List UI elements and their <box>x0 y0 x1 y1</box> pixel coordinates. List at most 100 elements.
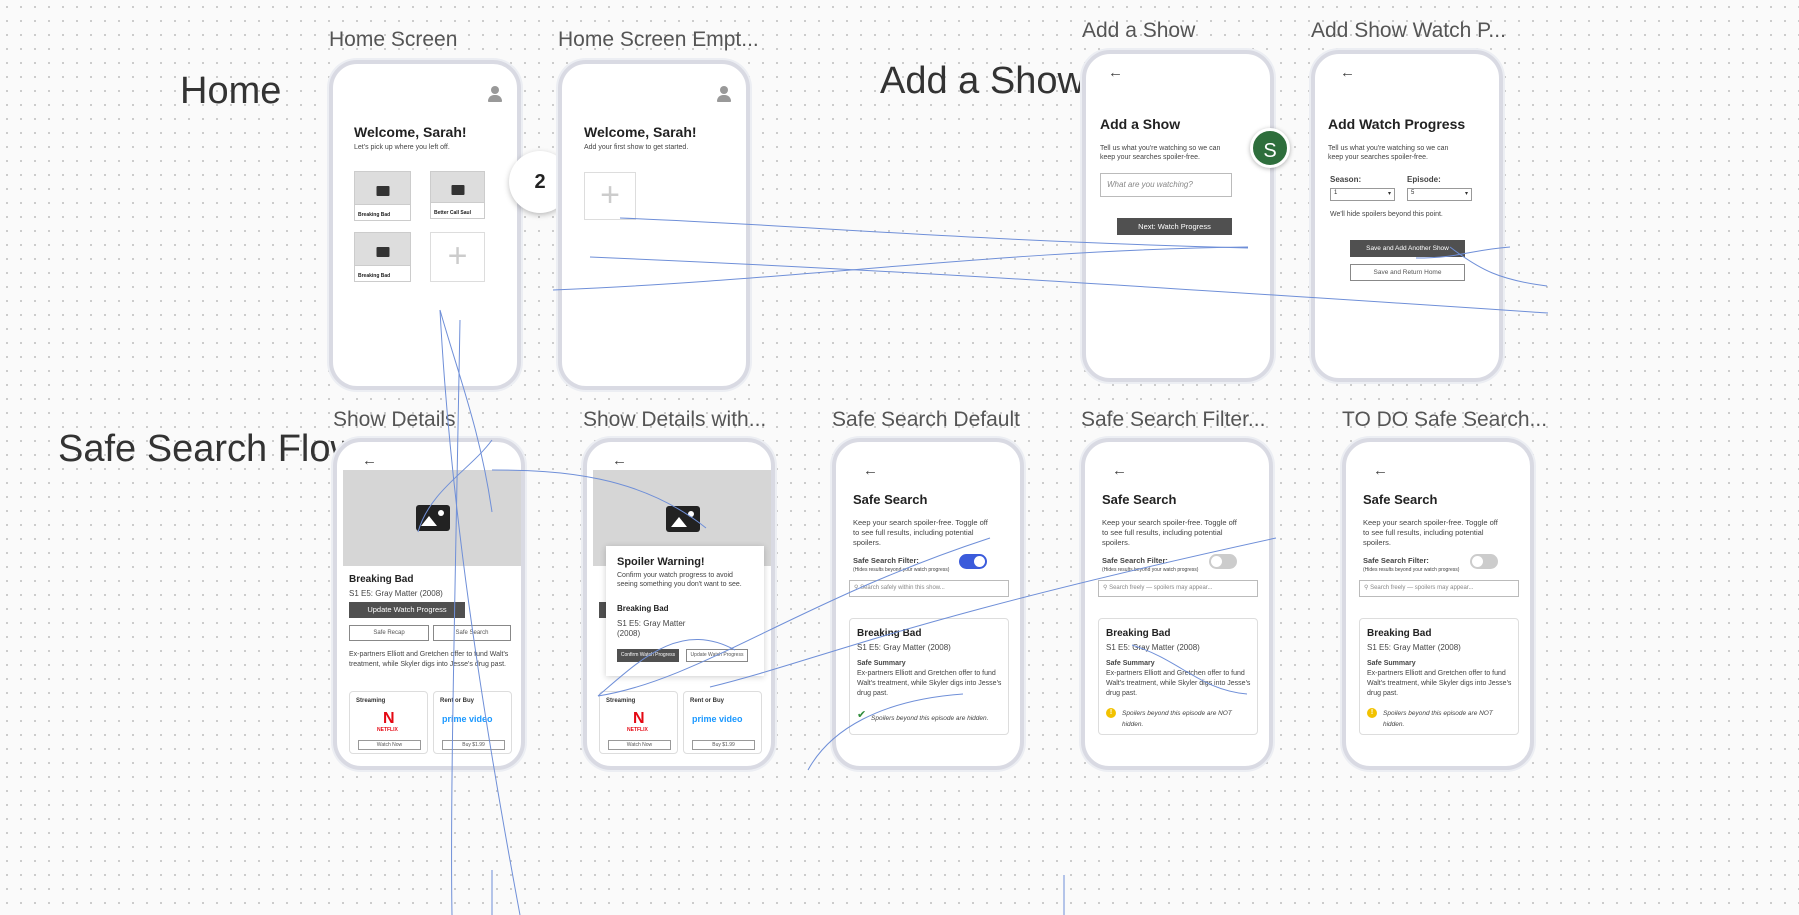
filter-hint: (Hides results beyond your watch progres… <box>1363 567 1460 573</box>
add-show-plus-button[interactable]: + <box>584 172 636 220</box>
safe-search-toggle[interactable] <box>1470 554 1498 569</box>
safe-search-input[interactable]: ⚲ Search freely — spoilers may appear... <box>1359 580 1519 597</box>
safe-summary-label: Safe Summary <box>1106 660 1155 667</box>
frame-add-watch-progress[interactable]: ← Add Watch Progress Tell us what you're… <box>1311 50 1503 382</box>
add-show-plus-button[interactable]: + <box>430 232 485 282</box>
image-icon <box>376 247 389 258</box>
frame-label-show-details-with[interactable]: Show Details with... <box>583 408 767 431</box>
spoiler-warning-modal: Spoiler Warning! Confirm your watch prog… <box>606 546 764 676</box>
show-card[interactable]: Breaking Bad <box>354 171 411 221</box>
safe-recap-button[interactable]: Safe Recap <box>349 625 429 641</box>
safe-summary-text: Ex-partners Elliott and Gretchen offer t… <box>1367 670 1512 697</box>
collaborator-avatar[interactable]: S <box>1250 128 1290 168</box>
back-arrow-icon[interactable]: ← <box>612 452 627 469</box>
watch-now-button[interactable]: Watch Now <box>358 740 421 750</box>
safe-summary-text: Ex-partners Elliott and Gretchen offer t… <box>1106 670 1251 697</box>
welcome-heading: Welcome, Sarah! <box>584 124 697 140</box>
rent-buy-label: Rent or Buy <box>440 698 475 704</box>
search-placeholder: Search safely within this show... <box>860 585 945 591</box>
safe-search-input[interactable]: ⚲ Search freely — spoilers may appear... <box>1098 580 1258 597</box>
add-show-title: Add a Show <box>1100 116 1181 132</box>
show-card[interactable]: Breaking Bad <box>354 232 411 282</box>
save-add-another-button[interactable]: Save and Add Another Show <box>1350 240 1465 257</box>
safe-search-button[interactable]: Safe Search <box>433 625 511 641</box>
show-card-title: Breaking Bad <box>358 273 391 279</box>
frame-label-add-watch[interactable]: Add Show Watch P... <box>1311 19 1506 42</box>
section-label-add-show: Add a Show <box>880 60 1085 102</box>
frame-label-add-show[interactable]: Add a Show <box>1082 19 1196 42</box>
frame-add-show[interactable]: ← Add a Show Tell us what you're watchin… <box>1082 50 1274 382</box>
back-arrow-icon[interactable]: ← <box>863 462 878 479</box>
filter-label: Safe Search Filter: <box>1363 556 1429 565</box>
add-watch-description: Tell us what you're watching so we can k… <box>1328 145 1449 161</box>
spoilers-hidden-note: Spoilers beyond this episode are hidden. <box>871 715 989 722</box>
frame-safe-search-todo[interactable]: ← Safe Search Keep your search spoiler-f… <box>1342 438 1534 770</box>
frame-home-empty[interactable]: Welcome, Sarah! Add your first show to g… <box>558 60 750 390</box>
back-arrow-icon[interactable]: ← <box>1373 462 1388 479</box>
buy-button[interactable]: Buy $1.99 <box>692 740 755 750</box>
watch-now-button[interactable]: Watch Now <box>608 740 671 750</box>
warning-icon: ! <box>1106 708 1116 718</box>
prime-video-logo: prime video <box>442 714 493 724</box>
frame-show-details[interactable]: ← Breaking Bad S1 E5: Gray Matter (2008)… <box>333 438 525 770</box>
confirm-watch-progress-button[interactable]: Confirm Watch Progress <box>617 649 679 662</box>
season-label: Season: <box>1330 175 1362 184</box>
prime-video-logo: prime video <box>692 714 743 724</box>
frame-show-details-with-warning[interactable]: ← Streaming N NETFLIX Watch Now Rent or … <box>583 438 775 770</box>
search-placeholder: Search freely — spoilers may appear... <box>1109 585 1213 591</box>
result-episode: S1 E5: Gray Matter (2008) <box>1367 643 1461 652</box>
add-watch-title: Add Watch Progress <box>1328 116 1466 132</box>
check-icon: ✔ <box>857 709 867 721</box>
image-icon <box>666 506 700 532</box>
netflix-logo: N <box>633 710 645 727</box>
add-show-description: Tell us what you're watching so we can k… <box>1100 145 1221 161</box>
welcome-subtitle: Let's pick up where you left off. <box>354 144 450 151</box>
streaming-label: Streaming <box>606 698 636 704</box>
update-watch-progress-button[interactable]: Update Watch Progress <box>349 602 465 618</box>
spoilers-not-hidden-note: Spoilers beyond this episode are NOT hid… <box>1383 710 1493 728</box>
back-arrow-icon[interactable]: ← <box>362 452 377 469</box>
search-placeholder: Search freely — spoilers may appear... <box>1370 585 1474 591</box>
netflix-wordmark: NETFLIX <box>627 727 648 733</box>
next-watch-progress-button[interactable]: Next: Watch Progress <box>1117 218 1232 235</box>
show-episode: S1 E5: Gray Matter (2008) <box>349 589 443 598</box>
season-select[interactable]: 1 <box>1330 188 1395 201</box>
result-episode: S1 E5: Gray Matter (2008) <box>857 643 951 652</box>
welcome-subtitle: Add your first show to get started. <box>584 144 689 151</box>
back-arrow-icon[interactable]: ← <box>1112 462 1127 479</box>
safe-search-input[interactable]: ⚲ Search safely within this show... <box>849 580 1009 597</box>
netflix-wordmark: NETFLIX <box>377 727 398 733</box>
update-watch-progress-secondary-button[interactable]: Update Watch Progress <box>686 649 748 662</box>
save-return-home-button[interactable]: Save and Return Home <box>1350 264 1465 281</box>
streaming-label: Streaming <box>356 698 386 704</box>
frame-label-show-details[interactable]: Show Details <box>333 408 456 431</box>
episode-select[interactable]: 5 <box>1407 188 1472 201</box>
result-show-title: Breaking Bad <box>857 628 922 639</box>
frame-safe-search-default[interactable]: ← Safe Search Keep your search spoiler-f… <box>832 438 1024 770</box>
episode-label: Episode: <box>1407 175 1441 184</box>
profile-icon[interactable] <box>488 86 502 102</box>
frame-label-home-empty[interactable]: Home Screen Empt... <box>558 28 759 51</box>
show-card-title: Better Call Saul <box>434 210 471 216</box>
image-icon <box>376 186 389 197</box>
safe-search-toggle[interactable] <box>959 554 987 569</box>
back-arrow-icon[interactable]: ← <box>1108 64 1123 81</box>
frame-label-ss-todo[interactable]: TO DO Safe Search... <box>1342 408 1548 431</box>
frame-safe-search-filter-off[interactable]: ← Safe Search Keep your search spoiler-f… <box>1081 438 1273 770</box>
safe-search-description: Keep your search spoiler-free. Toggle of… <box>1102 518 1237 547</box>
buy-button[interactable]: Buy $1.99 <box>442 740 505 750</box>
frame-label-ss-filter[interactable]: Safe Search Filter... <box>1081 408 1266 431</box>
rent-buy-card: Rent or Buy prime video Buy $1.99 <box>433 691 512 754</box>
frame-label-home-screen[interactable]: Home Screen <box>329 28 458 51</box>
rent-buy-label: Rent or Buy <box>690 698 725 704</box>
safe-search-toggle[interactable] <box>1209 554 1237 569</box>
back-arrow-icon[interactable]: ← <box>1340 64 1355 81</box>
frame-home-screen[interactable]: Welcome, Sarah! Let's pick up where you … <box>329 60 521 390</box>
image-icon <box>416 505 450 531</box>
spoiler-title: Spoiler Warning! <box>617 556 705 568</box>
frame-label-ss-default[interactable]: Safe Search Default <box>832 408 1020 431</box>
show-card[interactable]: Better Call Saul <box>430 171 485 219</box>
search-icon: ⚲ <box>1103 585 1108 591</box>
show-search-input[interactable]: What are you watching? <box>1100 173 1232 197</box>
profile-icon[interactable] <box>717 86 731 102</box>
